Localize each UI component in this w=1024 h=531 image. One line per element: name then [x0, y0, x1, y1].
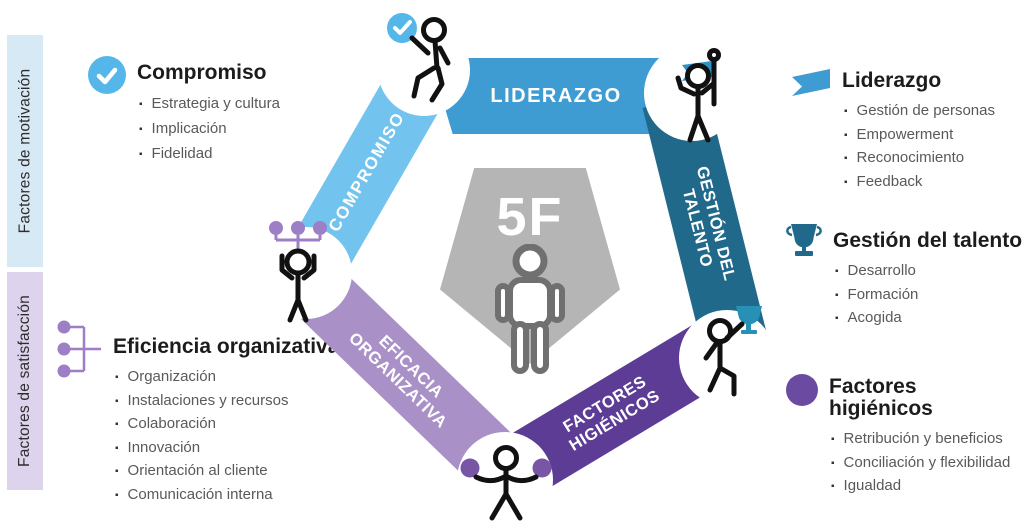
- callout-eficiencia-organizativa: Eficiencia organizativa Organización Ins…: [56, 316, 339, 507]
- org-structure-person-icon: [269, 221, 327, 323]
- cheering-person-check-icon: [387, 13, 451, 103]
- org-chart-icon: [56, 318, 102, 385]
- satisfaction-band-label: Factores de satisfacción: [16, 295, 33, 467]
- callout-compromiso: Compromiso Estrategia y cultura Implicac…: [88, 56, 280, 167]
- pentagon-label: 5F: [496, 187, 564, 247]
- list-item: Gestión de personas: [844, 100, 995, 124]
- list-item: Empowerment: [844, 124, 995, 148]
- purple-circle-icon: [786, 374, 818, 411]
- callout-title: Compromiso: [137, 61, 267, 84]
- motivation-band-label: Factores de motivación: [16, 68, 34, 234]
- vertex-circle-left: [260, 227, 352, 319]
- list-item: Innovación: [115, 437, 339, 461]
- callout-factores-higienicos: Factores higiénicos Retribución y benefi…: [786, 366, 1024, 499]
- segment-label: FACTORES HIGIÉNICOS: [560, 372, 664, 455]
- list-item: Igualdad: [831, 475, 1024, 499]
- segment-label: COMPROMISO: [324, 108, 409, 235]
- motivation-band: Factores de motivación: [7, 35, 43, 267]
- list-item: Formación: [835, 284, 1022, 308]
- list-item: Implicación: [139, 117, 280, 142]
- list-item: Acogida: [835, 307, 1022, 331]
- callout-list: Gestión de personas Empowerment Reconoci…: [844, 100, 995, 194]
- list-item: Desarrollo: [835, 260, 1022, 284]
- callout-list: Desarrollo Formación Acogida: [835, 260, 1022, 331]
- list-item: Organización: [115, 366, 339, 390]
- list-item: Comunicación interna: [115, 484, 339, 508]
- list-item: Estrategia y cultura: [139, 92, 280, 117]
- list-item: Reconocimiento: [844, 147, 995, 171]
- list-item: Retribución y beneficios: [831, 428, 1024, 452]
- flag-bearer-icon: [675, 48, 721, 143]
- list-item: Instalaciones y recursos: [115, 390, 339, 414]
- callout-liderazgo: Liderazgo Gestión de personas Empowermen…: [791, 62, 995, 194]
- segment-liderazgo: LIDERAZGO: [430, 58, 682, 134]
- segment-label: EFICACIA ORGANIZATIVA: [345, 329, 451, 432]
- flag-ribbon-icon: [791, 68, 831, 102]
- list-item: Fidelidad: [139, 142, 280, 167]
- list-item: Conciliación y flexibilidad: [831, 452, 1024, 476]
- trophy-winner-icon: [703, 306, 762, 397]
- list-item: Colaboración: [115, 413, 339, 437]
- callout-title: Liderazgo: [842, 69, 942, 92]
- callout-title: Eficiencia organizativa: [113, 335, 340, 358]
- callout-gestion-talento: Gestión del talento Desarrollo Formación…: [786, 222, 1022, 331]
- satisfaction-band: Factores de satisfacción: [7, 272, 43, 490]
- segment-label: GESTIÓN DEL TALENTO: [678, 164, 739, 283]
- list-item: Feedback: [844, 171, 995, 195]
- callout-title: Gestión del talento: [833, 229, 1023, 252]
- segment-label: LIDERAZGO: [490, 84, 622, 107]
- callout-list: Retribución y beneficios Conciliación y …: [831, 428, 1024, 499]
- trophy-icon: [786, 222, 822, 267]
- person-icon: [495, 244, 565, 374]
- callout-title: Factores higiénicos: [829, 375, 933, 421]
- check-circle-icon: [88, 56, 126, 99]
- list-item: Orientación al cliente: [115, 460, 339, 484]
- callout-list: Estrategia y cultura Implicación Fidelid…: [139, 92, 280, 167]
- callout-list: Organización Instalaciones y recursos Co…: [115, 366, 339, 507]
- balancing-person-icon: [460, 445, 552, 521]
